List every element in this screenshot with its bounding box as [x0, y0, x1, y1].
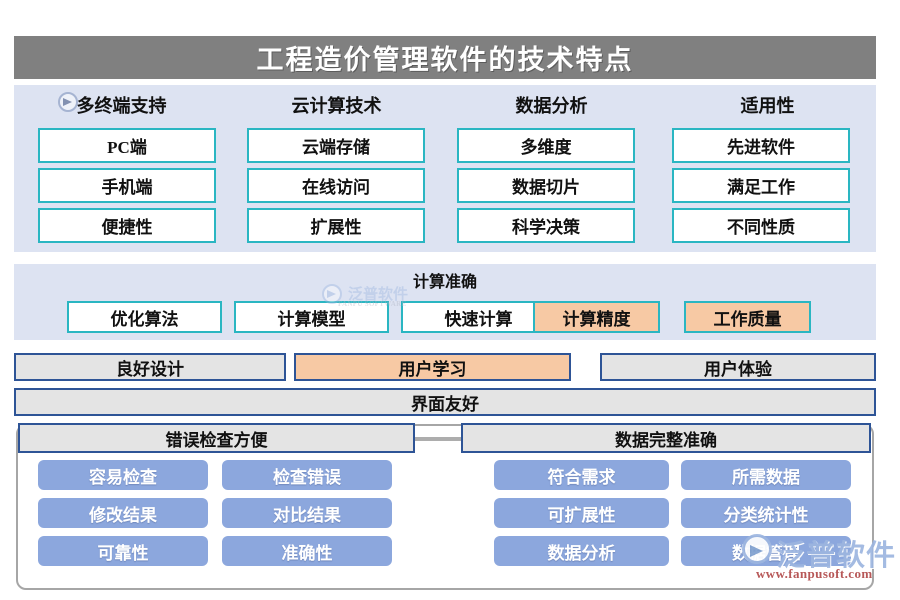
calc-box-3[interactable]: 计算精度	[533, 301, 660, 333]
design-bar-0[interactable]: 良好设计	[14, 353, 286, 381]
calc-box-4[interactable]: 工作质量	[684, 301, 811, 333]
bottom-left-tile-5[interactable]: 准确性	[222, 536, 392, 566]
calc-box-2[interactable]: 快速计算	[401, 301, 556, 333]
feature-box-cloud-0[interactable]: 云端存储	[247, 128, 425, 163]
column-heading-1: 云计算技术	[291, 96, 382, 116]
feature-box-multiterminal-2[interactable]: 便捷性	[38, 208, 216, 243]
interface-friendly-bar[interactable]: 界面友好	[14, 388, 876, 416]
column-heading-2: 数据分析	[515, 96, 588, 116]
bottom-right-tile-4[interactable]: 数据分析	[494, 536, 669, 566]
feature-box-multiterminal-0[interactable]: PC端	[38, 128, 216, 163]
design-bar-1[interactable]: 用户学习	[294, 353, 571, 381]
bottom-left-tile-2[interactable]: 修改结果	[38, 498, 208, 528]
column-heading-0: 多终端支持	[76, 96, 167, 116]
feature-box-analytics-2[interactable]: 科学决策	[457, 208, 635, 243]
bottom-group-frame	[16, 424, 874, 590]
column-heading-3: 适用性	[740, 96, 795, 116]
feature-box-analytics-1[interactable]: 数据切片	[457, 168, 635, 203]
bottom-left-tile-3[interactable]: 对比结果	[222, 498, 392, 528]
calc-box-0[interactable]: 优化算法	[67, 301, 222, 333]
feature-box-applicability-1[interactable]: 满足工作	[672, 168, 850, 203]
bottom-left-tile-4[interactable]: 可靠性	[38, 536, 208, 566]
bottom-right-tile-0[interactable]: 符合需求	[494, 460, 669, 490]
bottom-heading-left[interactable]: 错误检查方便	[18, 423, 415, 453]
feature-box-analytics-0[interactable]: 多维度	[457, 128, 635, 163]
calculation-accuracy-heading: 计算准确	[412, 274, 477, 291]
bottom-heading-right[interactable]: 数据完整准确	[461, 423, 871, 453]
feature-box-cloud-2[interactable]: 扩展性	[247, 208, 425, 243]
bottom-right-tile-1[interactable]: 所需数据	[681, 460, 851, 490]
feature-box-cloud-1[interactable]: 在线访问	[247, 168, 425, 203]
bottom-right-tile-5[interactable]: 数据管理	[681, 536, 851, 566]
bottom-right-tile-2[interactable]: 可扩展性	[494, 498, 669, 528]
bottom-left-tile-1[interactable]: 检查错误	[222, 460, 392, 490]
bottom-right-tile-3[interactable]: 分类统计性	[681, 498, 851, 528]
page-title: 工程造价管理软件的技术特点	[14, 36, 876, 79]
design-bar-2[interactable]: 用户体验	[600, 353, 876, 381]
feature-box-applicability-2[interactable]: 不同性质	[672, 208, 850, 243]
bottom-group-connector	[414, 437, 462, 441]
calc-box-1[interactable]: 计算模型	[234, 301, 389, 333]
bottom-left-tile-0[interactable]: 容易检查	[38, 460, 208, 490]
feature-box-multiterminal-1[interactable]: 手机端	[38, 168, 216, 203]
feature-box-applicability-0[interactable]: 先进软件	[672, 128, 850, 163]
